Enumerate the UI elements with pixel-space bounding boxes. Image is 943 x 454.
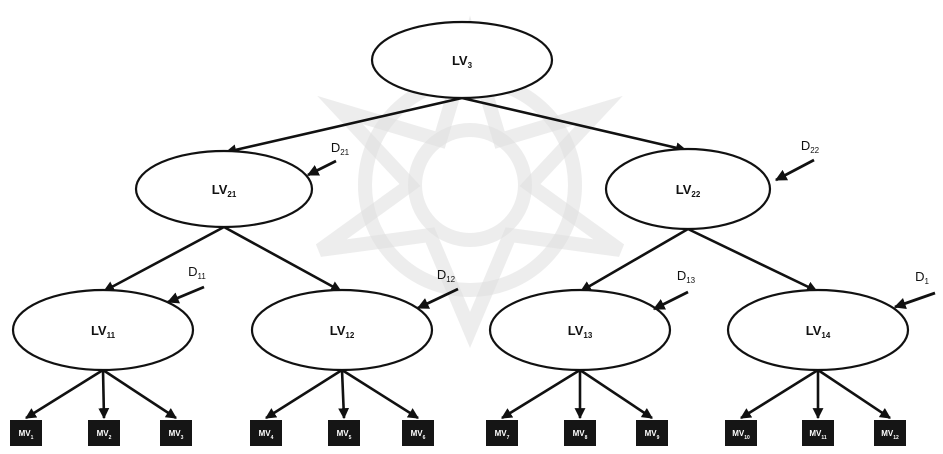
path-arrow-lv3-lv22: [461, 96, 687, 154]
manifest-node-mv3: MV3: [160, 420, 192, 446]
disturbance-d22: D22: [774, 138, 820, 182]
loading-arrow-mv2: [98, 369, 110, 420]
manifest-label: MV10: [732, 429, 750, 441]
path-arrow-lv22-lv13: [580, 227, 689, 293]
disturbance-label: D11: [188, 264, 206, 281]
path-arrow-lv21-lv11: [103, 225, 225, 293]
path-arrow-lv3-lv21: [225, 96, 463, 156]
manifest-box: [564, 420, 596, 446]
path-arrow-lv22-lv14: [687, 227, 818, 293]
latent-label: LV21: [212, 182, 237, 199]
disturbance-label: D22: [801, 138, 820, 155]
manifest-label: MV9: [645, 429, 660, 441]
latent-label: LV12: [330, 323, 355, 340]
latent-ellipse: [604, 147, 772, 231]
disturbance-label: D21: [331, 140, 350, 157]
manifest-node-mv6: MV6: [402, 420, 434, 446]
manifest-box: [486, 420, 518, 446]
manifest-node-mv9: MV9: [636, 420, 668, 446]
disturbance-label: D13: [677, 268, 696, 285]
disturbance-arrow: [893, 291, 936, 310]
manifest-node-mv5: MV5: [328, 420, 360, 446]
manifest-box: [402, 420, 434, 446]
latent-node-lv13: LV13: [488, 288, 672, 372]
loading-arrow-mv6: [341, 368, 419, 420]
latent-node-lv21: LV21: [134, 149, 314, 229]
latent-node-lv11: LV11: [11, 288, 195, 372]
manifest-box: [88, 420, 120, 446]
loading-arrow-mv3: [102, 368, 177, 420]
disturbance-arrow: [166, 285, 205, 304]
edges-layer: [25, 96, 891, 420]
loading-arrow-mv4: [265, 368, 343, 420]
manifest-node-mv1: MV1: [10, 420, 42, 446]
manifest-box: [10, 420, 42, 446]
manifest-node-mv11: MV11: [802, 420, 834, 446]
manifest-label: MV3: [169, 429, 184, 441]
disturbance-d21: D21: [306, 140, 350, 177]
disturbance-d11: D11: [166, 264, 206, 304]
loading-arrow-mv12: [817, 368, 891, 420]
latent-ellipse: [726, 288, 910, 372]
manifest-label: MV5: [337, 429, 352, 441]
loading-arrow-mv10: [740, 368, 819, 420]
disturbance-d12: D12: [416, 267, 459, 310]
disturbance-label: D1: [915, 269, 929, 286]
manifest-label: MV4: [259, 429, 274, 441]
manifest-box: [802, 420, 834, 446]
manifest-box: [725, 420, 757, 446]
latent-node-lv3: LV3: [370, 20, 554, 100]
manifest-box: [328, 420, 360, 446]
loading-arrow-mv1: [25, 368, 104, 420]
latent-ellipse: [250, 288, 434, 372]
latent-label: LV13: [568, 323, 593, 340]
manifest-box: [636, 420, 668, 446]
latent-ellipse: [134, 149, 314, 229]
manifest-node-mv10: MV10: [725, 420, 757, 446]
path-arrow-lv21-lv12: [223, 225, 342, 293]
manifest-label: MV2: [97, 429, 112, 441]
manifest-label: MV8: [573, 429, 588, 441]
latent-node-lv14: LV14: [726, 288, 910, 372]
disturbance-d14: D1: [893, 269, 936, 310]
disturbance-d13: D13: [652, 268, 696, 311]
loading-arrow-mv5: [338, 369, 350, 420]
latent-label: LV3: [452, 53, 473, 70]
loading-arrow-mv9: [579, 368, 653, 420]
disturbance-arrow: [774, 158, 815, 182]
manifest-label: MV12: [881, 429, 899, 441]
manifest-box: [250, 420, 282, 446]
manifest-label: MV7: [495, 429, 510, 441]
manifest-node-mv7: MV7: [486, 420, 518, 446]
loading-arrow-mv7: [501, 368, 581, 420]
manifest-box: [160, 420, 192, 446]
latent-node-lv22: LV22: [604, 147, 772, 231]
disturbance-label: D12: [437, 267, 456, 284]
latent-label: LV11: [91, 323, 116, 340]
manifest-label: MV1: [19, 429, 34, 441]
latent-node-lv12: LV12: [250, 288, 434, 372]
latent-label: LV22: [676, 182, 701, 199]
manifest-node-mv8: MV8: [564, 420, 596, 446]
manifest-node-mv4: MV4: [250, 420, 282, 446]
latent-ellipse: [488, 288, 672, 372]
manifest-node-mv12: MV12: [874, 420, 906, 446]
latent-ellipse: [11, 288, 195, 372]
disturbance-arrow: [652, 290, 689, 311]
manifest-layer: MV1 MV2 MV3 MV4 MV5 MV6 MV7 MV8 MV9 MV10 MV11 MV12: [10, 420, 906, 446]
manifest-box: [874, 420, 906, 446]
manifest-node-mv2: MV2: [88, 420, 120, 446]
disturbance-arrow: [416, 287, 459, 310]
latent-label: LV14: [806, 323, 831, 340]
disturbance-arrow: [306, 159, 337, 177]
manifest-label: MV11: [809, 429, 827, 441]
manifest-label: MV6: [411, 429, 426, 441]
latent-ellipse: [370, 20, 554, 100]
